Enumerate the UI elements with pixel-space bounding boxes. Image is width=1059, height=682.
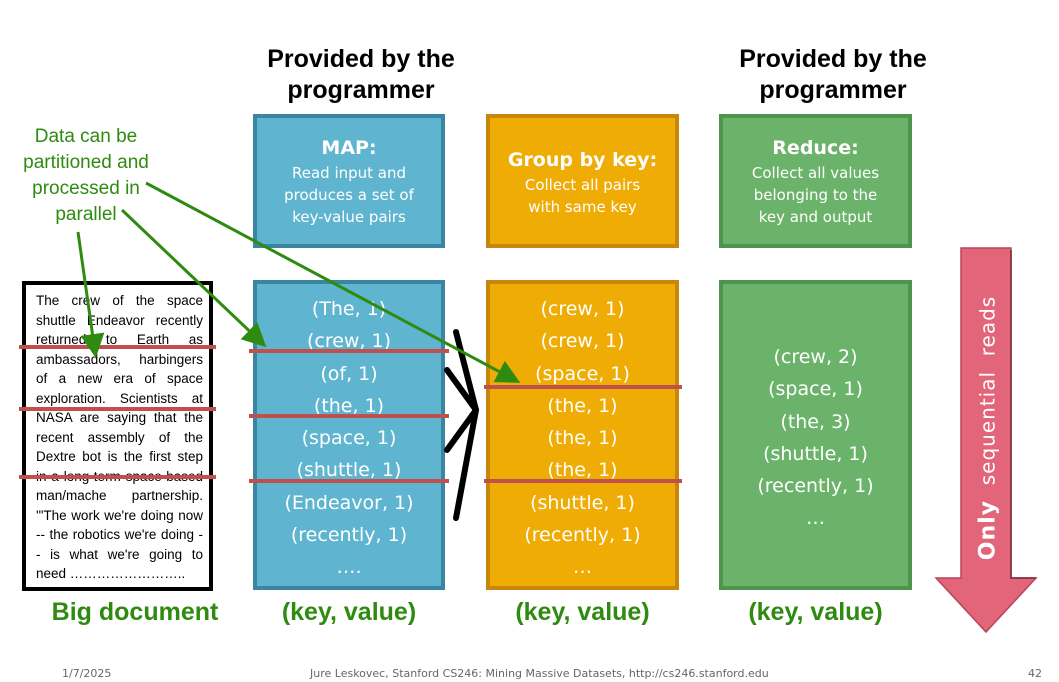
group-description-box: Group by key: Collect all pairs with sam… bbox=[486, 114, 679, 248]
callout-line: Data can be bbox=[34, 126, 138, 147]
reduce-pair: (the, 3) bbox=[780, 410, 851, 433]
group-pair: (crew, 1) bbox=[540, 298, 625, 320]
reduce-description-box: Reduce: Collect all values belonging to … bbox=[719, 114, 912, 248]
footer-page-number: 42 bbox=[1028, 667, 1042, 680]
map-pair: (recently, 1) bbox=[290, 524, 408, 547]
group-pair: (the, 1) bbox=[547, 427, 618, 450]
group-title: Group by key: bbox=[507, 149, 658, 171]
map-pair: (shuttle, 1) bbox=[296, 459, 402, 482]
group-pair: (space, 1) bbox=[535, 362, 630, 385]
group-description: Collect all pairs with same key bbox=[490, 174, 675, 218]
map-title: MAP: bbox=[321, 137, 377, 159]
desc-line: Collect all pairs bbox=[524, 176, 641, 194]
group-output-box: (crew, 1) (crew, 1) (space, 1) (the, 1) … bbox=[486, 280, 679, 590]
group-pair: (the, 1) bbox=[547, 394, 618, 417]
reduce-pair: … bbox=[806, 507, 825, 530]
map-pair: …. bbox=[336, 556, 362, 579]
label-big-document: Big document bbox=[51, 598, 219, 626]
desc-line: with same key bbox=[528, 198, 637, 216]
desc-line: Collect all values bbox=[751, 164, 880, 182]
arrow-label-text: Only sequential reads bbox=[976, 296, 1001, 560]
map-pair: (the, 1) bbox=[313, 394, 385, 417]
reduce-pair: (shuttle, 1) bbox=[763, 442, 868, 465]
partition-callout: Data can be partitioned and processed in… bbox=[8, 124, 164, 228]
callout-line: parallel bbox=[55, 204, 117, 225]
arrow-label-rest: sequential reads bbox=[975, 295, 1000, 486]
label-reduce-key-value: (key, value) bbox=[748, 598, 883, 626]
map-output-box: (The, 1) (crew, 1) (of, 1) (the, 1) (spa… bbox=[253, 280, 445, 590]
desc-line: key and output bbox=[758, 208, 873, 226]
desc-line: belonging to the bbox=[753, 186, 878, 204]
map-pair: (crew, 1) bbox=[306, 330, 392, 353]
callout-line: partitioned and bbox=[23, 152, 149, 173]
map-pair: (Endeavor, 1) bbox=[284, 491, 414, 514]
header-line-2: programmer bbox=[287, 76, 435, 104]
reduce-description: Collect all values belonging to the key … bbox=[723, 162, 908, 228]
footer-date: 1/7/2025 bbox=[62, 667, 112, 680]
group-pair: (recently, 1) bbox=[524, 524, 641, 547]
desc-line: produces a set of bbox=[284, 186, 414, 204]
label-group-key-value: (key, value) bbox=[515, 598, 650, 626]
reduce-output-box: (crew, 2) (space, 1) (the, 3) (shuttle, … bbox=[719, 280, 912, 590]
group-pair: … bbox=[573, 556, 592, 579]
reduce-pair: (recently, 1) bbox=[757, 475, 874, 498]
grouping-chevron bbox=[444, 329, 479, 521]
map-pair: (space, 1) bbox=[301, 427, 397, 450]
map-description-box: MAP: Read input and produces a set of ke… bbox=[253, 114, 445, 248]
header-line-1: Provided by the bbox=[739, 45, 927, 73]
group-pair: (the, 1) bbox=[547, 459, 618, 482]
header-reduce-programmer: Provided by the programmer bbox=[718, 44, 948, 106]
reduce-title: Reduce: bbox=[772, 137, 859, 159]
callout-line: processed in bbox=[32, 178, 140, 199]
label-map-key-value: (key, value) bbox=[281, 598, 417, 626]
big-document: The crew of the space shuttle Endeavor r… bbox=[22, 281, 213, 591]
header-line-2: programmer bbox=[759, 76, 907, 104]
desc-line: Read input and bbox=[291, 164, 407, 182]
desc-line: key-value pairs bbox=[292, 208, 406, 226]
footer-citation: Jure Leskovec, Stanford CS246: Mining Ma… bbox=[310, 667, 769, 680]
group-pair: (crew, 1) bbox=[540, 330, 625, 353]
map-description: Read input and produces a set of key-val… bbox=[257, 162, 441, 228]
reduce-pair: (space, 1) bbox=[768, 378, 863, 401]
group-pair: (shuttle, 1) bbox=[530, 491, 635, 514]
document-text: The crew of the space shuttle Endeavor r… bbox=[36, 293, 203, 581]
reduce-pair: (crew, 2) bbox=[773, 346, 858, 368]
map-pair: (The, 1) bbox=[311, 298, 387, 320]
arrow-shadow bbox=[1010, 250, 1036, 579]
header-map-programmer: Provided by the programmer bbox=[246, 44, 476, 106]
arrow-label-strong: Only bbox=[975, 499, 1001, 561]
map-pair: (of, 1) bbox=[320, 362, 378, 385]
header-line-1: Provided by the bbox=[267, 45, 455, 73]
